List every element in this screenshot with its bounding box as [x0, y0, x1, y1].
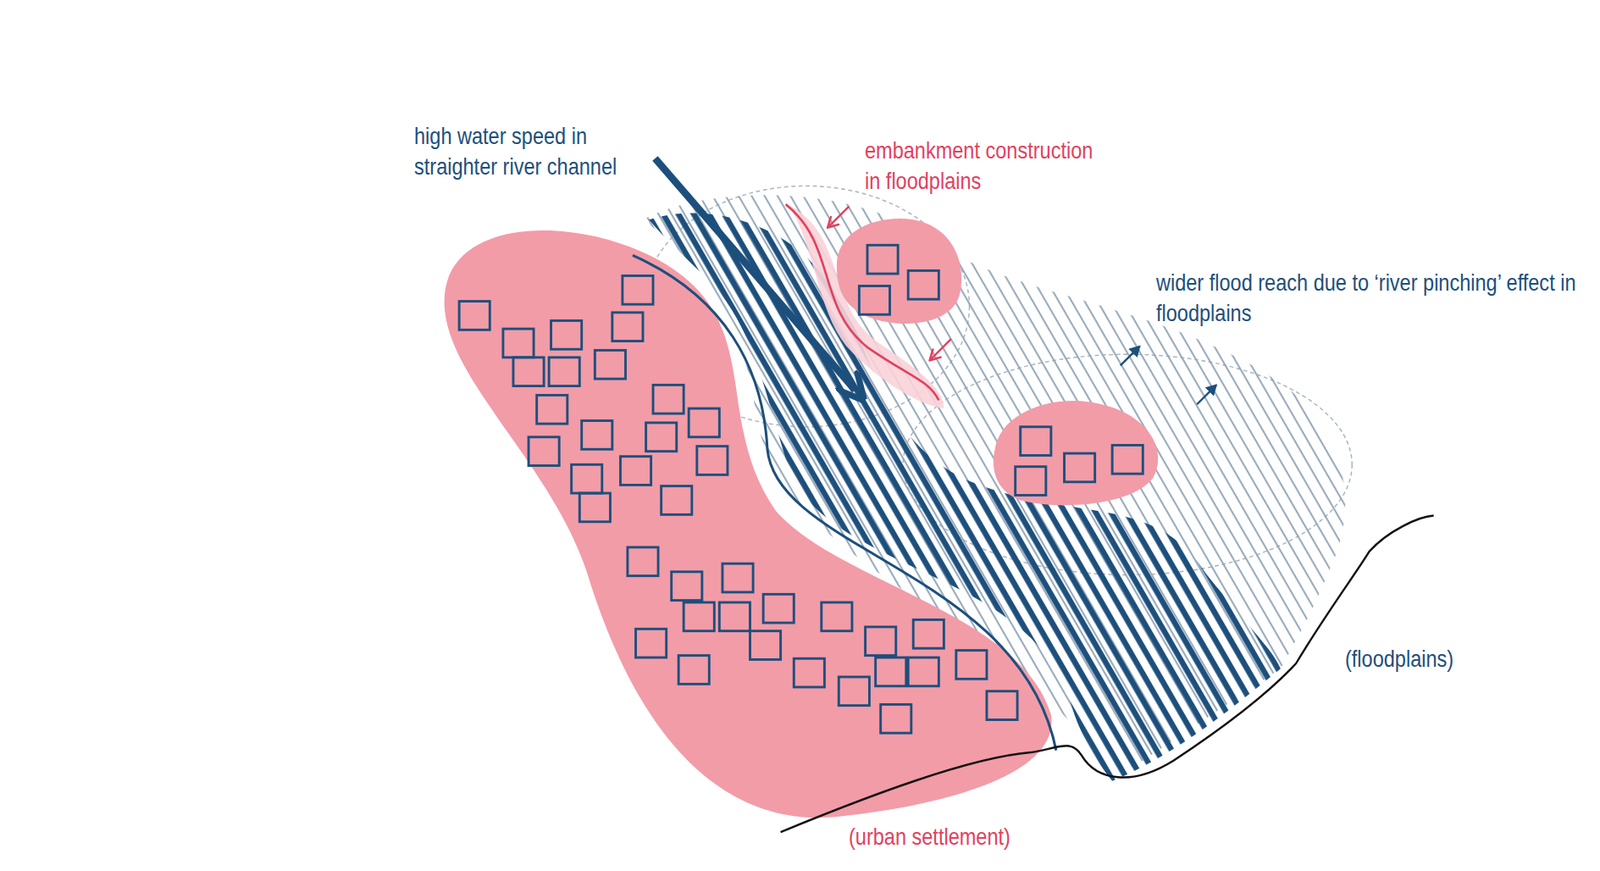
house-symbol [1020, 426, 1052, 456]
annotation-label: wider flood reach due to ‘river pinching… [1156, 267, 1590, 330]
house-symbol [620, 456, 651, 486]
house-symbol [646, 422, 677, 452]
house-symbol [581, 420, 613, 450]
embankment-pointer [828, 206, 849, 227]
house-symbol [1064, 453, 1096, 482]
house-symbol [503, 328, 534, 358]
house-symbol [513, 357, 544, 387]
house-symbol [528, 437, 560, 466]
house-symbol [749, 631, 781, 660]
embankment-line [786, 204, 940, 400]
house-symbol [722, 563, 753, 593]
house-symbol [571, 464, 603, 493]
urban-settlement-area [444, 230, 1052, 818]
spread-arrow [1120, 346, 1141, 366]
house-symbol [986, 691, 1018, 720]
house-symbol [548, 357, 580, 387]
annotation-label: high water speed in straighter river cha… [414, 121, 670, 183]
house-symbol [636, 628, 667, 658]
house-group [459, 244, 1143, 733]
house-symbol [880, 703, 912, 733]
house-symbol [537, 394, 568, 424]
house-symbol [551, 320, 582, 349]
house-symbol [594, 349, 626, 379]
settlement-area [993, 400, 1158, 505]
area-label: (urban settlement) [848, 821, 1084, 853]
house-symbol [678, 655, 709, 685]
house-symbol [956, 650, 987, 680]
house-symbol [858, 286, 890, 316]
house-symbol [793, 658, 825, 687]
house-symbol [719, 602, 750, 632]
house-symbol [867, 244, 898, 274]
house-symbol [653, 384, 684, 414]
ground-line [780, 515, 1434, 832]
house-symbol [907, 270, 939, 299]
house-symbol [459, 301, 490, 331]
house-symbol [875, 657, 907, 687]
house-symbol [688, 408, 720, 438]
settlement-area [836, 218, 962, 324]
house-symbol [671, 571, 703, 601]
river-bank [632, 254, 1057, 750]
house-symbol [913, 619, 944, 648]
flow-arrow [654, 158, 855, 390]
embankment-pointer [930, 338, 952, 360]
house-symbol [622, 275, 654, 305]
house-symbol [838, 676, 870, 706]
house-symbol [763, 593, 794, 623]
spread-arrow [1196, 384, 1217, 405]
house-symbol [1015, 466, 1047, 496]
house-symbol [1112, 444, 1143, 474]
house-symbol [865, 626, 897, 656]
house-symbol [661, 486, 693, 515]
area-label: (floodplains) [1345, 643, 1530, 675]
house-symbol [697, 446, 728, 476]
house-symbol [627, 547, 659, 576]
house-symbol [821, 602, 853, 632]
house-symbol [612, 312, 643, 342]
house-symbol [907, 657, 939, 687]
house-symbol [579, 492, 610, 522]
annotation-label: embankment construction in floodplains [864, 135, 1114, 198]
house-symbol [683, 602, 715, 632]
